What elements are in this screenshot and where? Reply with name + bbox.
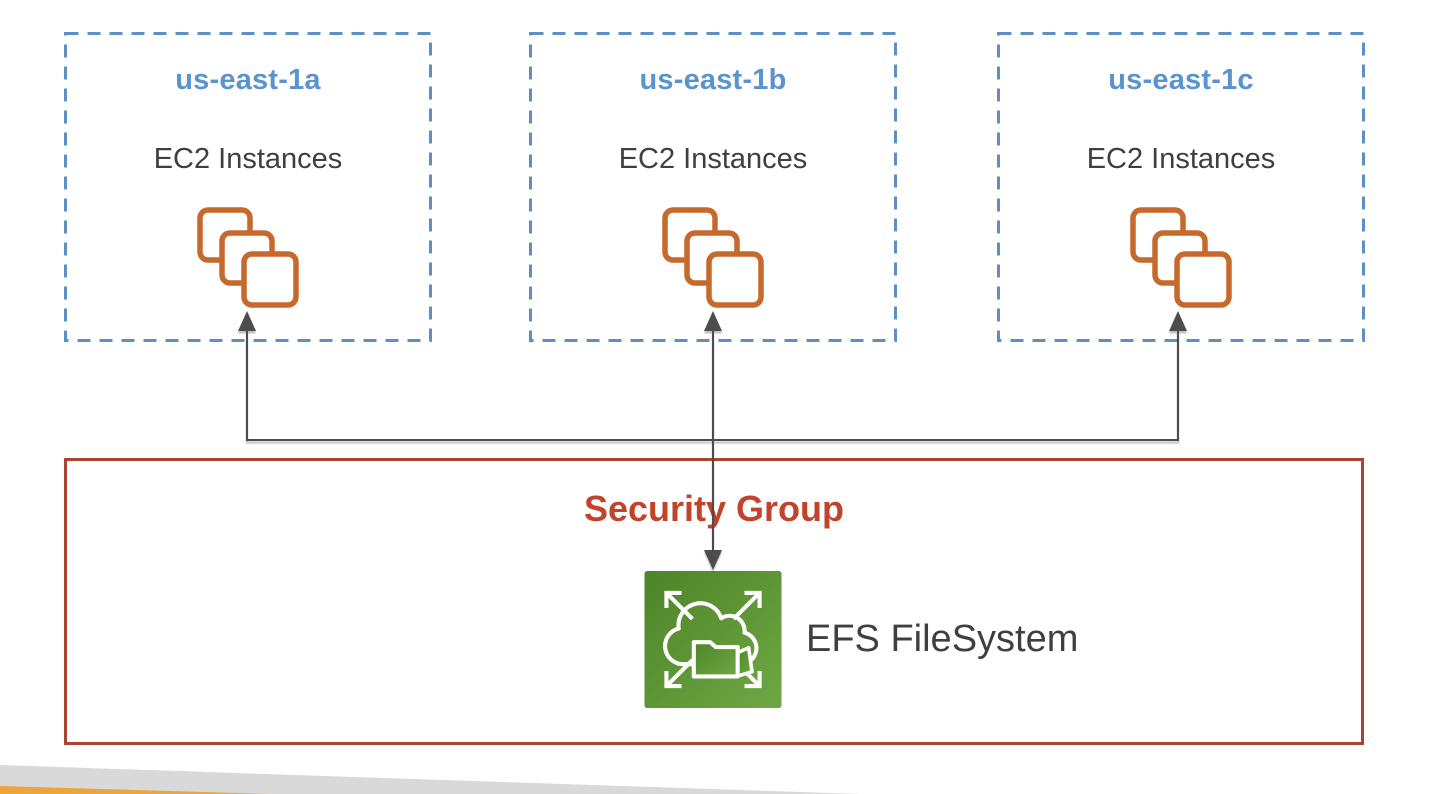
az-dashed-border [64, 32, 432, 342]
efs-filesystem-label: EFS FileSystem [806, 617, 1079, 660]
cloud-icon [663, 600, 759, 666]
ec2-instances-icon [197, 207, 299, 308]
az-name-label: us-east-1c [1108, 64, 1254, 96]
ec2-instances-label: EC2 Instances [618, 143, 808, 175]
az-dashed-border [529, 32, 897, 342]
az-box-us-east-1a: us-east-1a EC2 Instances [64, 32, 432, 342]
ec2-instances-icon [662, 207, 764, 308]
security-group-label: Security Group [583, 488, 845, 529]
az-dashed-border [997, 32, 1365, 342]
folder-icon [691, 639, 740, 679]
az-box-us-east-1c: us-east-1c EC2 Instances [997, 32, 1365, 342]
ec2-instances-label: EC2 Instances [1086, 143, 1276, 175]
ec2-instances-icon [1130, 207, 1232, 308]
az-box-us-east-1b: us-east-1b EC2 Instances [529, 32, 897, 342]
efs-filesystem: EFS FileSystem [644, 570, 1078, 708]
ec2-instances-label: EC2 Instances [153, 143, 343, 175]
security-group-box: Security Group [64, 458, 1364, 745]
az-name-label: us-east-1a [175, 64, 321, 96]
efs-filesystem-icon [644, 570, 782, 708]
slide-decoration-orange-swoosh [0, 786, 270, 794]
az-name-label: us-east-1b [639, 64, 787, 96]
slide-decoration-gray-swoosh [0, 765, 860, 794]
